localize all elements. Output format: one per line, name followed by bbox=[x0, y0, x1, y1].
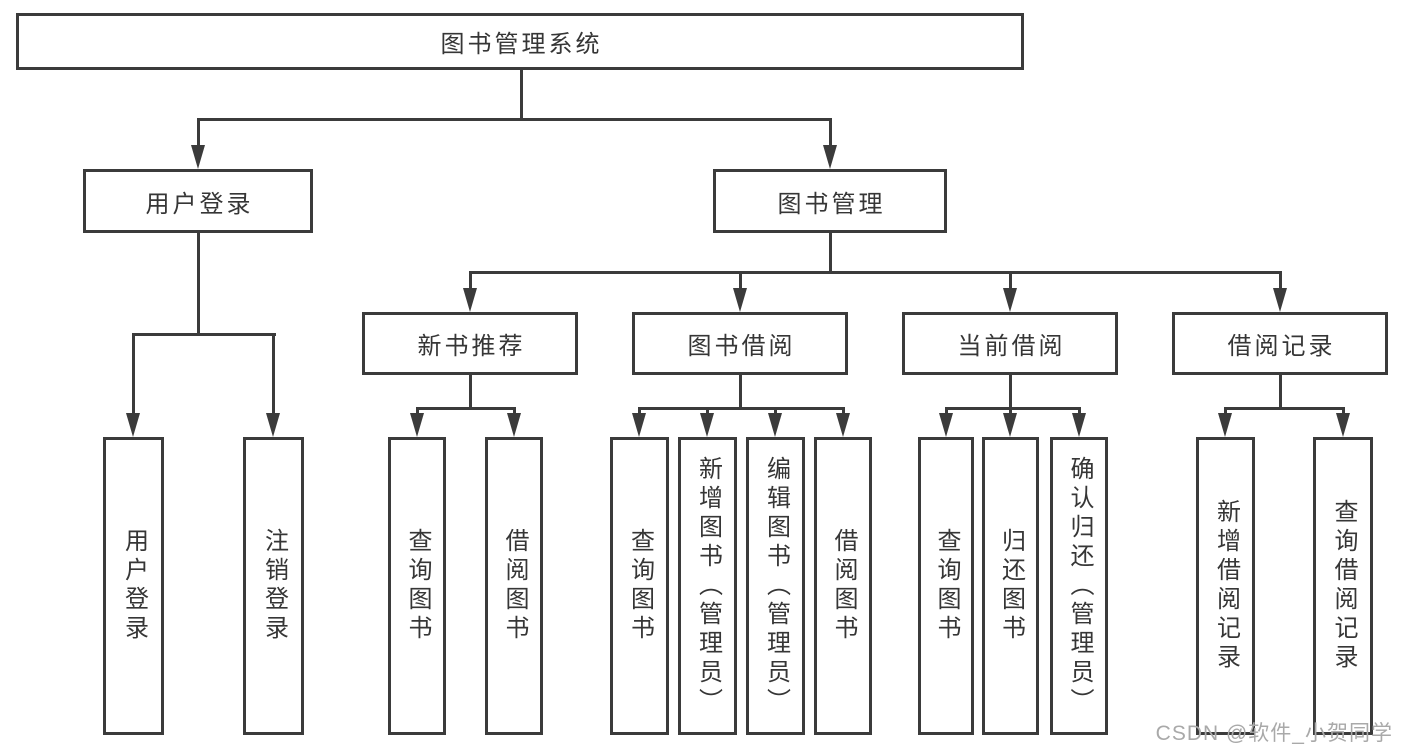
node-current-borrowing: 当前借阅 bbox=[902, 312, 1118, 375]
connector-user-login-down bbox=[197, 231, 200, 335]
connector-leaf-branch bbox=[416, 407, 516, 410]
node-borrowing-records: 借阅记录 bbox=[1172, 312, 1388, 375]
connector-leaf-stub bbox=[638, 407, 641, 416]
arrowhead-down-icon bbox=[768, 413, 782, 437]
arrowhead-down-icon bbox=[410, 413, 424, 437]
leaf-label: 查询借阅记录 bbox=[1330, 499, 1357, 673]
leaf-query-books-recommend: 查询图书 bbox=[388, 437, 446, 735]
connector-leaf-stub bbox=[945, 407, 948, 416]
connector-user-login-stub bbox=[197, 118, 200, 147]
leaf-label: 归还图书 bbox=[997, 528, 1025, 644]
arrowhead-down-icon bbox=[823, 145, 837, 169]
arrowhead-down-icon bbox=[191, 145, 205, 169]
connector-leaf-stub bbox=[1009, 271, 1012, 288]
csdn-watermark: CSDN @软件_小贺同学 bbox=[1155, 722, 1393, 745]
connector-book-mgmt-down bbox=[829, 231, 832, 274]
connector-leaf-stub bbox=[706, 407, 709, 416]
leaf-edit-book-admin: 编辑图书（管理员） bbox=[746, 437, 805, 735]
connector-user-login-branch bbox=[132, 333, 276, 336]
connector-leaf-stub bbox=[1279, 271, 1282, 288]
connector-leaf-stub bbox=[1078, 407, 1081, 416]
connector-leaf-stub bbox=[469, 271, 472, 288]
leaf-label: 新增借阅记录 bbox=[1212, 499, 1240, 673]
leaf-add-book-admin: 新增图书（管理员） bbox=[678, 437, 737, 735]
arrowhead-down-icon bbox=[1003, 413, 1017, 437]
connector-leaf-branch bbox=[638, 407, 845, 410]
node-book-management: 图书管理 bbox=[713, 169, 947, 233]
arrowhead-down-icon bbox=[126, 413, 140, 437]
arrowhead-down-icon bbox=[507, 413, 521, 437]
connector-leaf-stub bbox=[1224, 407, 1227, 416]
connector-l3-down bbox=[739, 373, 742, 409]
connector-root-stub bbox=[520, 68, 523, 120]
leaf-user-login: 用户登录 bbox=[103, 437, 164, 735]
arrowhead-down-icon bbox=[463, 288, 477, 312]
connector-leaf-stub bbox=[416, 407, 419, 416]
leaf-add-borrow-record: 新增借阅记录 bbox=[1196, 437, 1255, 735]
connector-leaf-stub bbox=[1009, 407, 1012, 416]
leaf-label: 新增图书（管理员） bbox=[694, 455, 722, 717]
arrowhead-down-icon bbox=[1003, 288, 1017, 312]
node-new-book-recommend: 新书推荐 bbox=[362, 312, 578, 375]
leaf-label: 编辑图书（管理员） bbox=[762, 455, 790, 717]
connector-leaf-stub bbox=[1342, 407, 1345, 416]
arrowhead-down-icon bbox=[1336, 413, 1350, 437]
node-user-login: 用户登录 bbox=[83, 169, 313, 233]
leaf-borrow-books-recommend: 借阅图书 bbox=[485, 437, 543, 735]
leaf-logout: 注销登录 bbox=[243, 437, 304, 735]
connector-leaf-stub bbox=[842, 407, 845, 416]
arrowhead-down-icon bbox=[939, 413, 953, 437]
arrowhead-down-icon bbox=[266, 413, 280, 437]
leaf-return-book: 归还图书 bbox=[982, 437, 1039, 735]
connector-leaf-stub bbox=[739, 271, 742, 288]
leaf-label: 确认归还（管理员） bbox=[1066, 455, 1093, 717]
leaf-label: 查询图书 bbox=[404, 528, 431, 644]
leaf-label: 注销登录 bbox=[260, 528, 288, 644]
connector-leaf-stub bbox=[132, 333, 135, 415]
arrowhead-down-icon bbox=[836, 413, 850, 437]
connector-leaf-stub bbox=[774, 407, 777, 416]
node-library-management-system: 图书管理系统 bbox=[16, 13, 1024, 70]
connector-l3-down bbox=[1279, 373, 1282, 409]
arrowhead-down-icon bbox=[632, 413, 646, 437]
leaf-query-books-current: 查询图书 bbox=[918, 437, 974, 735]
leaf-query-books-borrowing: 查询图书 bbox=[610, 437, 669, 735]
connector-l3-down bbox=[1009, 373, 1012, 409]
connector-leaf-stub bbox=[513, 407, 516, 416]
connector-leaf-stub bbox=[272, 333, 275, 415]
leaf-label: 查询图书 bbox=[626, 528, 654, 644]
connector-book-mgmt-stub bbox=[829, 118, 832, 147]
connector-level2-branch bbox=[197, 118, 832, 121]
connector-leaf-branch bbox=[945, 407, 1081, 410]
connector-level3-branch bbox=[469, 271, 1282, 274]
leaf-borrow-books: 借阅图书 bbox=[814, 437, 872, 735]
arrowhead-down-icon bbox=[733, 288, 747, 312]
arrowhead-down-icon bbox=[700, 413, 714, 437]
connector-l3-down bbox=[469, 373, 472, 409]
leaf-query-borrow-record: 查询借阅记录 bbox=[1313, 437, 1373, 735]
arrowhead-down-icon bbox=[1218, 413, 1232, 437]
connector-leaf-branch bbox=[1224, 407, 1345, 410]
leaf-label: 借阅图书 bbox=[501, 528, 528, 644]
leaf-label: 借阅图书 bbox=[830, 528, 857, 644]
node-book-borrowing: 图书借阅 bbox=[632, 312, 848, 375]
arrowhead-down-icon bbox=[1273, 288, 1287, 312]
arrowhead-down-icon bbox=[1072, 413, 1086, 437]
leaf-label: 用户登录 bbox=[120, 528, 148, 644]
leaf-label: 查询图书 bbox=[933, 528, 960, 644]
leaf-confirm-return-admin: 确认归还（管理员） bbox=[1050, 437, 1108, 735]
